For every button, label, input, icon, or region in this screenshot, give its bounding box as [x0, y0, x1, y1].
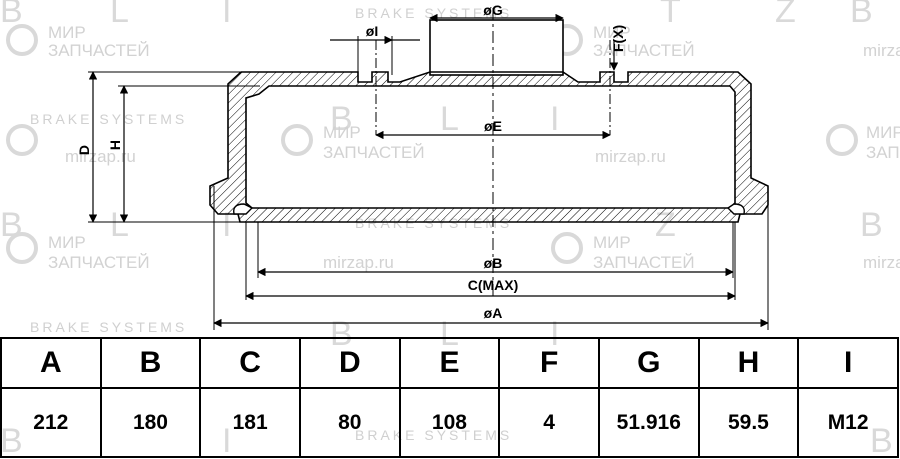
watermark-site: mirzap.ru [323, 253, 394, 272]
watermark-zapchastei: ЗАПЧАСТЕЙ [593, 253, 695, 272]
spec-value-g: 51.916 [597, 387, 700, 458]
watermark-letter: Z [775, 0, 796, 30]
spec-value-d: 80 [298, 387, 401, 458]
watermark-logo-icon [281, 124, 313, 156]
watermark-mir: МИР [323, 123, 361, 142]
watermark-logo-group: МИР ЗАПЧАСТЕЙ МИР ЗАПЧАСТЕЙ mirzap.ru mi… [6, 23, 900, 272]
watermark-site: mirzap.ru [595, 147, 666, 166]
watermark-letter: L [110, 0, 129, 30]
drum-section: øG øI F(X) øE D H øB C(MAX) [76, 2, 769, 330]
drum-wall-section [209, 71, 769, 223]
spec-header-a: A [0, 336, 102, 390]
watermark-site: mirzap.ru [863, 41, 900, 60]
spec-value-i: M12 [797, 387, 899, 458]
watermark-letter: I [222, 206, 231, 244]
spec-value-f: 4 [498, 387, 600, 458]
dim-i-label: øI [366, 23, 378, 39]
spec-value-c: 181 [199, 387, 301, 458]
watermark-mir: МИР [48, 233, 86, 252]
hub-boss [429, 19, 564, 76]
dim-f-label: F(X) [610, 25, 626, 52]
watermark-zapchastei: ЗАПЧАСТЕЙ [323, 143, 425, 162]
watermark-logo-icon [551, 232, 583, 264]
watermark-zapchastei: ЗАПЧАСТЕЙ [48, 253, 150, 272]
dim-d-label: D [76, 145, 92, 155]
watermark-mir: МИР [48, 23, 86, 42]
watermark-zapchastei: ЗАПЧАСТЕЙ [593, 41, 695, 60]
groove-right [726, 203, 745, 215]
watermark-letter: I [222, 0, 231, 30]
dim-c-label: C(MAX) [468, 277, 519, 293]
spec-header-d: D [298, 336, 401, 390]
watermark-zapchastei: ЗАПЧАСТЕЙ [48, 41, 150, 60]
watermark-letter: B [850, 0, 873, 30]
spec-value-row: 212 180 181 80 108 4 51.916 59.5 M12 [0, 387, 899, 458]
spec-header-c: C [199, 336, 301, 390]
watermark-letter: I [550, 100, 559, 138]
spec-value-h: 59.5 [697, 387, 800, 458]
watermark-letter: L [110, 206, 129, 244]
dim-h-label: H [107, 140, 123, 150]
spec-value-a: 212 [0, 387, 102, 458]
watermark-letter: I [550, 315, 559, 353]
dim-b-label: øB [484, 255, 503, 271]
watermark-logo-icon [6, 232, 38, 264]
watermark-blitz-row-top: B L I Z T B [0, 0, 873, 30]
dim-a-label: øA [484, 305, 503, 321]
watermark-brake-systems: BRAKE SYSTEMS [30, 319, 187, 335]
watermark-site: mirzap.ru [65, 147, 136, 166]
watermark-logo-icon [6, 24, 38, 56]
watermark-letter: T [660, 0, 681, 30]
watermark-site: mirzap.ru [863, 253, 900, 272]
watermark-logo-icon [6, 124, 38, 156]
spec-header-row: A B C D E F G H I [0, 336, 899, 390]
watermark-zapchastei: ЗАПЧАСТЕЙ [866, 143, 900, 162]
watermark-logo-icon [826, 124, 858, 156]
spec-header-i: I [797, 336, 899, 390]
spec-table: A B C D E F G H I 212 180 181 80 108 4 5… [0, 336, 899, 458]
spec-header-e: E [398, 336, 501, 390]
spec-value-b: 180 [99, 387, 202, 458]
spec-header-h: H [697, 336, 800, 390]
watermark-mir: МИР [593, 233, 631, 252]
spec-header-g: G [597, 336, 700, 390]
watermark-letter: L [440, 100, 459, 138]
watermark-letter: B [330, 100, 353, 138]
watermark-letter: B [0, 0, 23, 30]
spec-header-f: F [498, 336, 600, 390]
watermark-mir: МИР [593, 23, 631, 42]
watermark-letter: B [860, 206, 883, 244]
watermark-brake-systems: BRAKE SYSTEMS [30, 111, 187, 127]
spec-value-e: 108 [398, 387, 501, 458]
dim-e-label: øE [484, 118, 502, 134]
watermark-mir: МИР [866, 123, 900, 142]
spec-header-b: B [99, 336, 202, 390]
groove-left [233, 203, 254, 215]
dim-g-label: øG [483, 2, 503, 18]
